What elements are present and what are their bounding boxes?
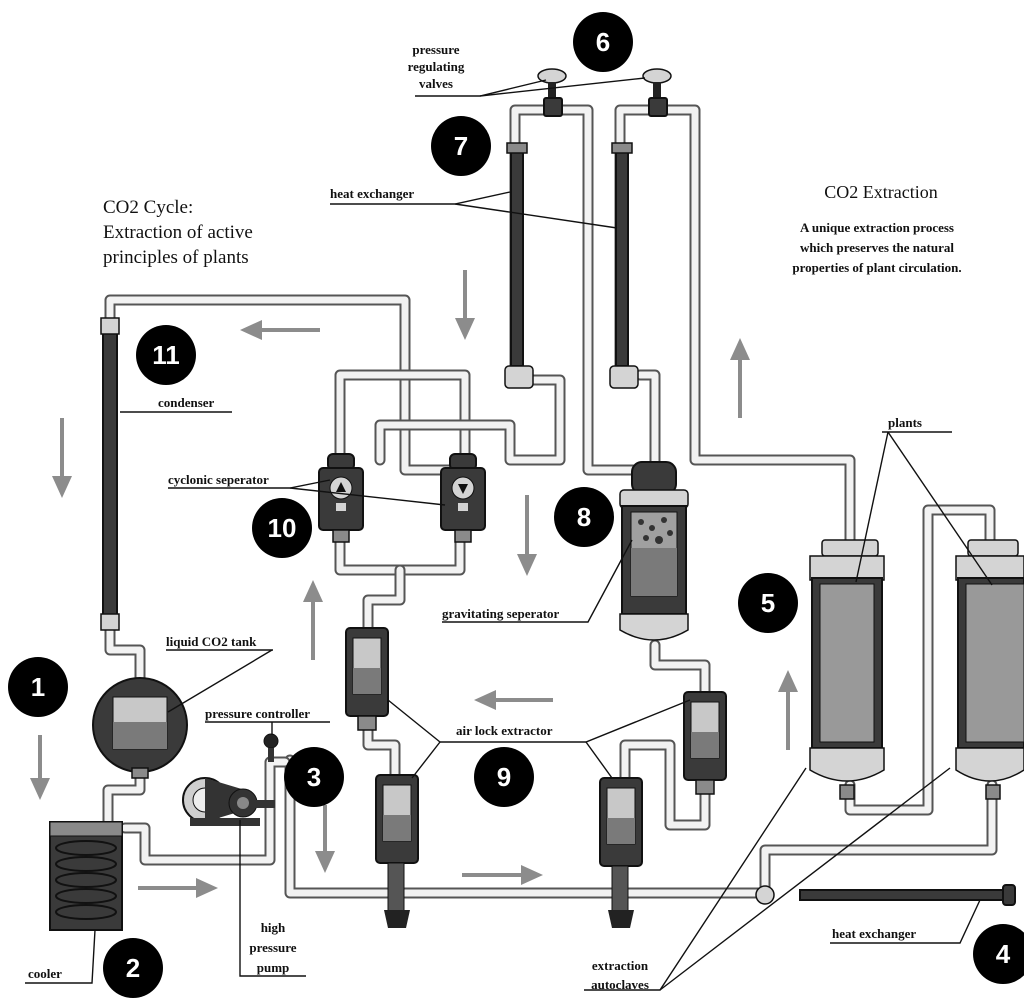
gravitating-separator: [619, 461, 689, 641]
arrow-up-right: [730, 338, 750, 418]
arrow-up-cyclonic: [303, 580, 323, 660]
label-extraction-autoclaves-1: extraction: [592, 958, 649, 973]
extraction-autoclave-right: [955, 539, 1024, 800]
label-pressure-valves-1: pressure: [412, 42, 459, 57]
heat-exchanger-bottom: [755, 884, 1016, 906]
svg-text:5: 5: [761, 588, 775, 618]
label-co2-extraction-desc-3: properties of plant circulation.: [792, 260, 961, 275]
badge-6: 6: [573, 12, 633, 72]
badge-2: 2: [103, 938, 163, 998]
number-badges: 1 2 3 4 5 6 7 8 9 10 11: [8, 12, 1024, 998]
label-cooler: cooler: [28, 966, 62, 981]
label-co2-cycle-2: Extraction of active: [103, 222, 253, 243]
svg-text:3: 3: [307, 762, 321, 792]
label-co2-cycle-1: CO2 Cycle:: [103, 197, 193, 218]
svg-text:9: 9: [497, 762, 511, 792]
svg-text:8: 8: [577, 502, 591, 532]
label-gravitating-separator: gravitating seperator: [442, 606, 560, 621]
arrow-down-he: [455, 270, 475, 340]
label-plants: plants: [888, 415, 922, 430]
pressure-valve-right: [642, 68, 672, 117]
arrow-right-bottom-left: [138, 878, 218, 898]
label-co2-extraction-desc-1: A unique extraction process: [800, 220, 954, 235]
arrow-left-airlock: [474, 690, 553, 710]
label-co2-cycle-3: principles of plants: [103, 247, 249, 268]
arrow-down-gravitating: [517, 495, 537, 576]
extraction-autoclave-left: [809, 539, 885, 800]
flow-arrows: [30, 270, 798, 898]
liquid-co2-tank: [92, 677, 188, 779]
badge-8: 8: [554, 487, 614, 547]
cyclonic-separator-left: [318, 453, 364, 543]
badge-5: 5: [738, 573, 798, 633]
label-pressure-valves-2: regulating: [408, 59, 465, 74]
pressure-valve-left: [537, 68, 567, 117]
label-pressure-valves-3: valves: [419, 76, 453, 91]
heat-exchanger-top-right: [609, 142, 639, 389]
arrow-down-1: [30, 735, 50, 800]
label-co2-extraction-desc-2: which preserves the natural: [800, 240, 954, 255]
svg-text:11: 11: [152, 340, 180, 370]
text-labels: pressure regulating valves heat exchange…: [28, 42, 962, 992]
arrow-down-condenser: [52, 418, 72, 498]
arrow-down-3: [315, 805, 335, 873]
badge-10: 10: [252, 498, 312, 558]
label-pressure-controller: pressure controller: [205, 706, 310, 721]
leader-lines: [25, 77, 993, 991]
arrow-left-top: [240, 320, 320, 340]
svg-text:7: 7: [454, 131, 468, 161]
arrow-up-autoclave: [778, 670, 798, 750]
air-lock-extractor-3: [599, 777, 643, 928]
label-cyclonic-separator: cyclonic seperator: [168, 472, 269, 487]
svg-text:6: 6: [596, 27, 610, 57]
svg-text:2: 2: [126, 953, 140, 983]
badge-3: 3: [284, 747, 344, 807]
svg-text:10: 10: [268, 513, 297, 543]
heat-exchanger-top-left: [504, 142, 534, 389]
condenser: [100, 317, 120, 631]
label-extraction-autoclaves-2: autoclaves: [591, 977, 649, 992]
label-liquid-co2-tank: liquid CO2 tank: [166, 634, 257, 649]
arrow-right-bottom-mid: [462, 865, 543, 885]
label-high-pressure-pump-1: high: [261, 920, 286, 935]
air-lock-extractor-2: [375, 774, 419, 928]
badge-7: 7: [431, 116, 491, 176]
svg-text:4: 4: [996, 939, 1011, 969]
air-lock-extractor-1: [345, 627, 389, 731]
cooler: [49, 821, 123, 931]
svg-text:1: 1: [31, 672, 45, 702]
high-pressure-pump: [182, 777, 275, 826]
label-heat-exchanger-top: heat exchanger: [330, 186, 414, 201]
badge-9: 9: [474, 747, 534, 807]
badge-11: 11: [136, 325, 196, 385]
label-high-pressure-pump-3: pump: [257, 960, 290, 975]
label-condenser: condenser: [158, 395, 215, 410]
badge-1: 1: [8, 657, 68, 717]
label-heat-exchanger-bottom: heat exchanger: [832, 926, 916, 941]
cyclonic-separator-right: [440, 453, 486, 543]
air-lock-extractor-4: [683, 691, 727, 795]
pressure-controller: [263, 733, 279, 762]
label-high-pressure-pump-2: pressure: [249, 940, 296, 955]
label-co2-extraction-title: CO2 Extraction: [824, 182, 937, 202]
badge-4: 4: [973, 924, 1024, 984]
label-air-lock-extractor: air lock extractor: [456, 723, 553, 738]
